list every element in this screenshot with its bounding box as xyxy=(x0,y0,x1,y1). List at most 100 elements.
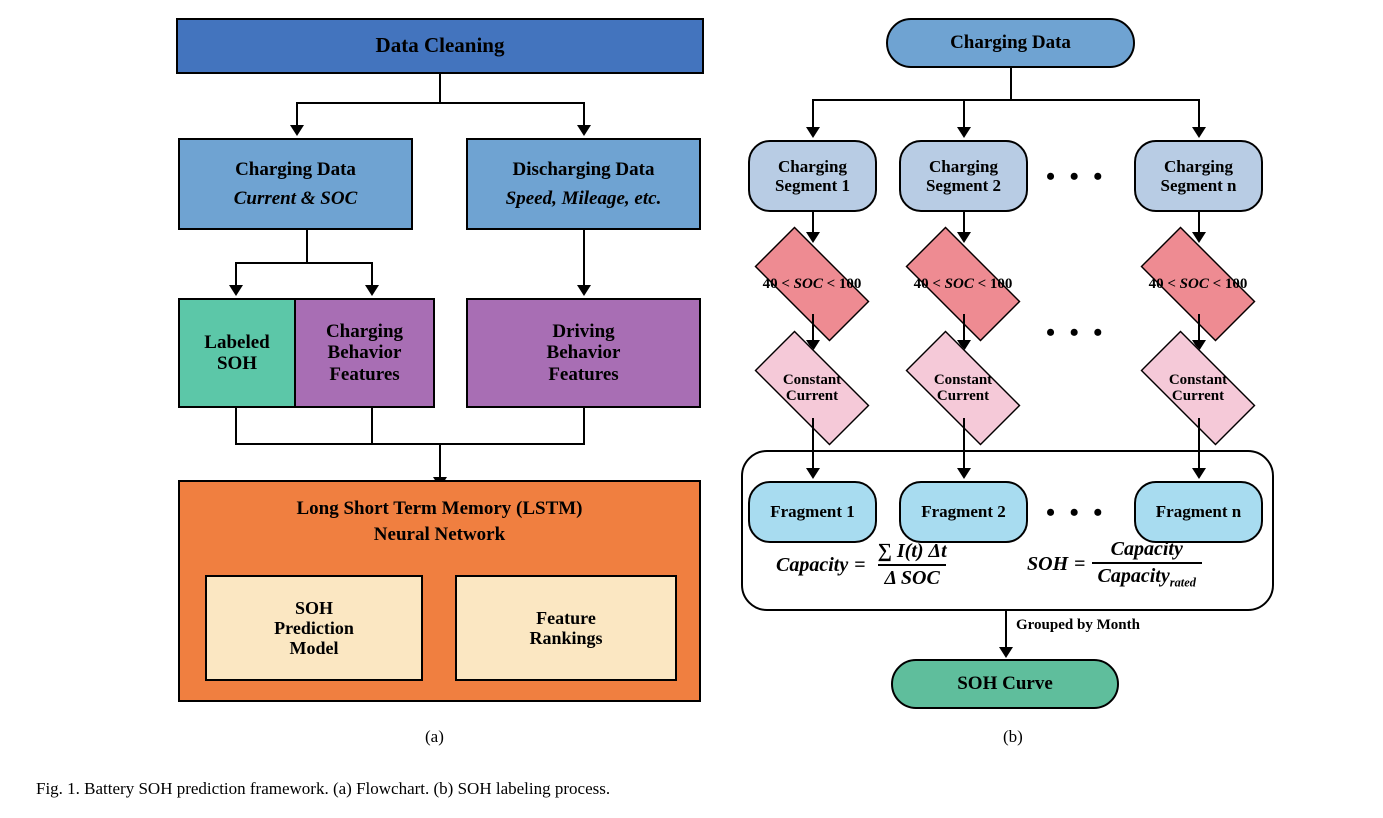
node-soh-curve: SOH Curve xyxy=(891,659,1119,709)
arrow-cc1-to-frag xyxy=(806,468,820,479)
node-charging-data-title: Charging Data xyxy=(235,159,356,181)
connector-b-segn xyxy=(1198,99,1200,129)
connector-seg2-to-soc xyxy=(963,212,965,236)
node-charging-data: Charging Data Current & SOC xyxy=(178,138,413,230)
node-driving-behavior-line3: Features xyxy=(548,363,619,385)
connector-b-seg2 xyxy=(963,99,965,129)
fragment-group-container xyxy=(741,450,1274,611)
connector-merge-bus xyxy=(235,443,585,445)
node-charging-behavior-features: Charging Behavior Features xyxy=(294,298,435,408)
formula-capacity: Capacity = ∑ I(t) Δt Δ SOC xyxy=(776,540,953,590)
node-lstm-line1: Long Short Term Memory (LSTM) xyxy=(296,498,583,519)
connector-soc2-to-cc xyxy=(963,314,965,344)
decision-constant-current-2: Constant Current xyxy=(888,330,1038,446)
arrow-to-discharging-data xyxy=(577,125,591,136)
decision-soc-n-label: 40 < SOC < 100 xyxy=(1123,244,1273,324)
connector-ccn-to-frag xyxy=(1198,418,1200,471)
connector-dc-right xyxy=(583,102,585,127)
node-fragment-2: Fragment 2 xyxy=(899,481,1028,543)
socn-pre: 40 < xyxy=(1148,275,1180,292)
arrow-seg1-to-soc xyxy=(806,232,820,243)
decision-cc-2-label: Constant Current xyxy=(888,348,1038,428)
decision-soc-2-label: 40 < SOC < 100 xyxy=(888,244,1038,324)
decision-constant-current-1: Constant Current xyxy=(737,330,887,446)
node-charging-segment-1: Charging Segment 1 xyxy=(748,140,877,212)
node-soh-prediction-line1: SOH xyxy=(294,597,333,618)
node-discharging-data: Discharging Data Speed, Mileage, etc. xyxy=(466,138,701,230)
connector-seg1-to-soc xyxy=(812,212,814,236)
formula-soh-eq: = xyxy=(1074,552,1086,575)
connector-merge-labeled xyxy=(235,408,237,443)
cc1-line1: Constant xyxy=(782,371,842,388)
formula-soh: SOH = Capacity Capacityrated xyxy=(1027,538,1202,590)
formula-capacity-numerator: ∑ I(t) Δt xyxy=(877,540,947,562)
node-soh-curve-label: SOH Curve xyxy=(957,673,1053,695)
node-charging-behavior-line3: Features xyxy=(329,363,400,385)
node-data-cleaning: Data Cleaning xyxy=(176,18,704,74)
node-b-charging-data: Charging Data xyxy=(886,18,1135,68)
node-soh-prediction-model: SOH Prediction Model xyxy=(205,575,423,681)
connector-cd-stem xyxy=(306,230,308,262)
connector-b-seg1 xyxy=(812,99,814,129)
node-fragment-2-label: Fragment 2 xyxy=(921,502,1006,522)
node-charging-segment-2-line1: Charging xyxy=(929,156,998,176)
arrow-to-labeled-soh xyxy=(229,285,243,296)
connector-merge-stem xyxy=(439,443,441,479)
node-driving-behavior-line1: Driving xyxy=(552,321,615,343)
arrow-cc2-to-frag xyxy=(957,468,971,479)
connector-b-stem xyxy=(1010,68,1012,99)
node-fragment-n: Fragment n xyxy=(1134,481,1263,543)
soc1-var: SOC xyxy=(793,275,823,292)
formula-soh-denominator-base: Capacity xyxy=(1097,565,1170,587)
connector-cc1-to-frag xyxy=(812,418,814,471)
socn-post: < 100 xyxy=(1208,275,1248,292)
arrow-to-segment-n xyxy=(1192,127,1206,138)
node-fragment-1: Fragment 1 xyxy=(748,481,877,543)
connector-soc1-to-cc xyxy=(812,314,814,344)
node-labeled-soh: Labeled SOH xyxy=(178,298,296,408)
arrow-ccn-to-frag xyxy=(1192,468,1206,479)
cc2-line2: Current xyxy=(936,388,990,404)
node-driving-behavior-features: Driving Behavior Features xyxy=(466,298,701,408)
decision-cc-1-label: Constant Current xyxy=(737,348,887,428)
decision-soc-1: 40 < SOC < 100 xyxy=(737,226,887,342)
connector-cc2-to-frag xyxy=(963,418,965,471)
arrow-to-charging-data xyxy=(290,125,304,136)
connector-socn-to-cc xyxy=(1198,314,1200,344)
arrow-to-segment-1 xyxy=(806,127,820,138)
connector-cd-left xyxy=(235,262,237,287)
node-charging-segment-n: Charging Segment n xyxy=(1134,140,1263,212)
node-feature-rankings: Feature Rankings xyxy=(455,575,677,681)
arrow-socn-to-cc xyxy=(1192,340,1206,351)
formula-capacity-eq: = xyxy=(854,553,866,576)
cc2-line1: Constant xyxy=(933,371,993,388)
node-discharging-data-title: Discharging Data xyxy=(512,159,655,181)
panel-a-label: (a) xyxy=(425,727,444,746)
connector-dc-left xyxy=(296,102,298,127)
arrow-seg2-to-soc xyxy=(957,232,971,243)
decision-soc-1-label: 40 < SOC < 100 xyxy=(737,244,887,324)
node-fragment-1-label: Fragment 1 xyxy=(770,502,855,522)
connector-dc-stem xyxy=(439,74,441,102)
node-charging-segment-1-line1: Charging xyxy=(778,156,847,176)
soc1-post: < 100 xyxy=(822,275,862,292)
arrow-to-soh-curve xyxy=(999,647,1013,658)
arrow-to-driving-behavior xyxy=(577,285,591,296)
connector-merge-driving xyxy=(583,408,585,443)
arrow-segn-to-soc xyxy=(1192,232,1206,243)
connector-cd-right xyxy=(371,262,373,287)
node-soh-prediction-line3: Model xyxy=(289,638,339,659)
formula-soh-numerator: Capacity xyxy=(1110,538,1183,560)
node-discharging-data-subtitle: Speed, Mileage, etc. xyxy=(505,187,662,209)
connector-dc-bus xyxy=(296,102,583,104)
soc2-var: SOC xyxy=(944,275,974,292)
decision-soc-n: 40 < SOC < 100 xyxy=(1123,226,1273,342)
node-charging-segment-2-line2: Segment 2 xyxy=(925,176,1002,195)
connector-merge-charging xyxy=(371,408,373,443)
node-feature-rankings-line2: Rankings xyxy=(529,628,603,648)
node-labeled-soh-line2: SOH xyxy=(216,353,258,374)
node-charging-segment-n-line2: Segment n xyxy=(1160,176,1237,195)
node-charging-behavior-line2: Behavior xyxy=(327,342,402,364)
ellipsis-decisions: • • • xyxy=(1046,318,1107,347)
